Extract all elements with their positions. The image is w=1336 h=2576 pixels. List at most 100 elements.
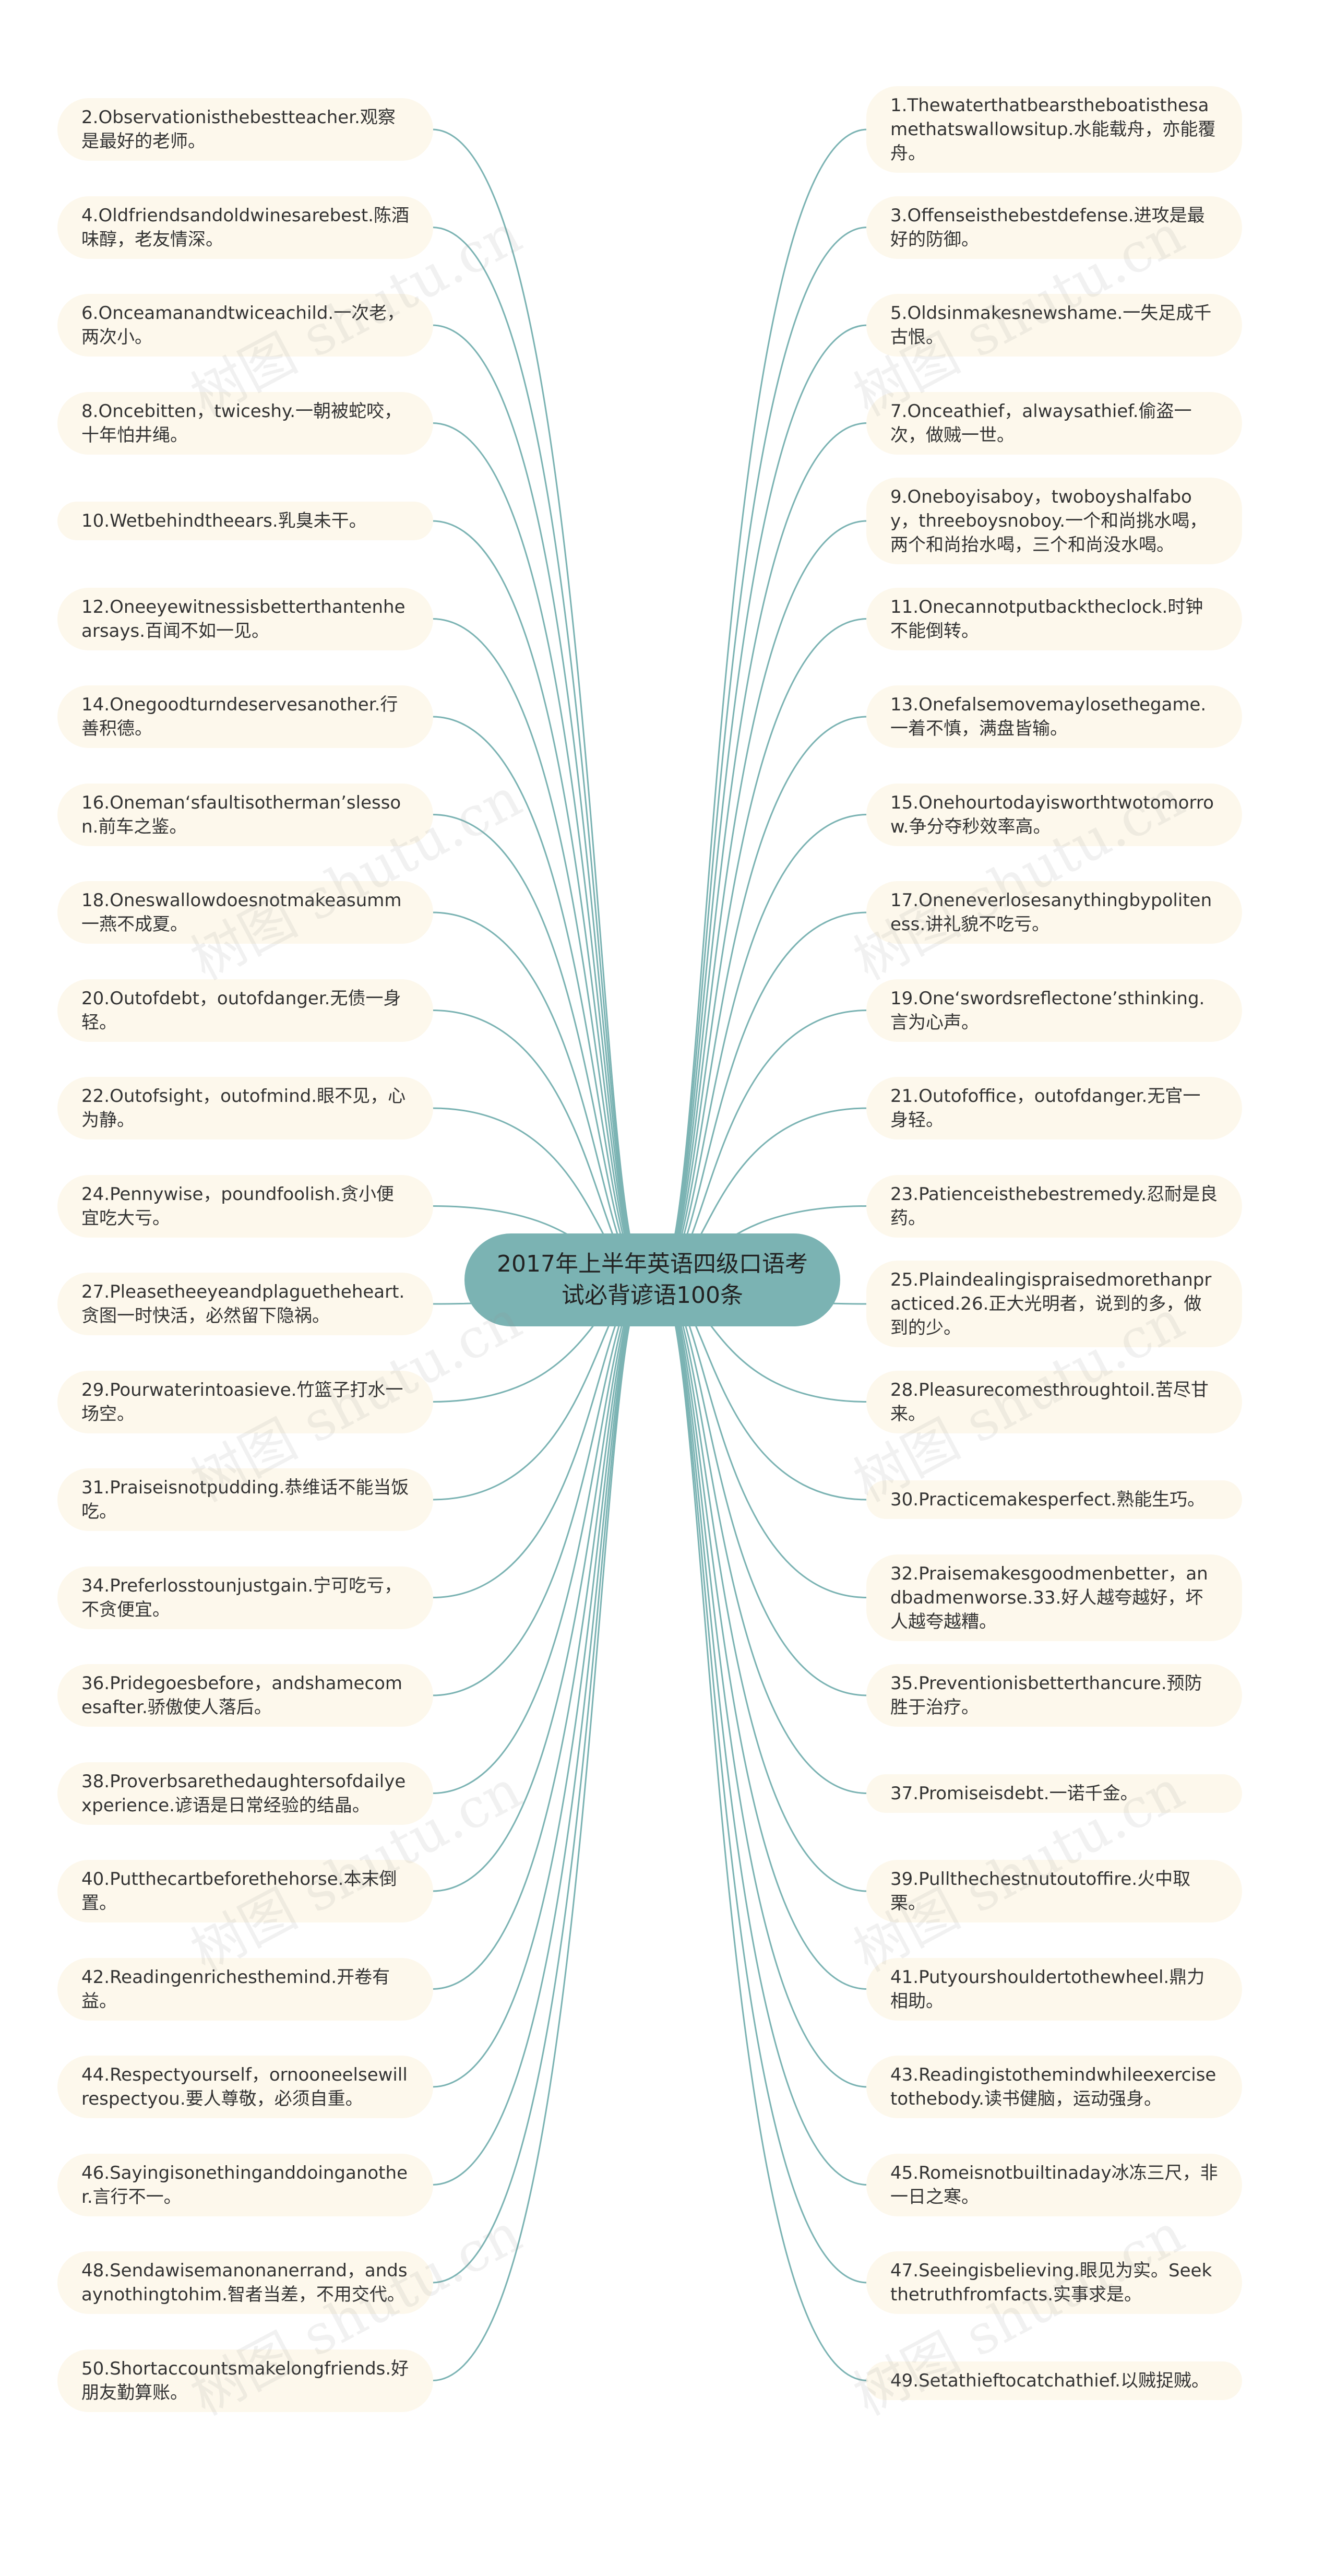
left-connector-line (432, 716, 647, 1281)
right-proverb-node[interactable]: 15.Onehourtodayisworthtwotomorrow.争分夺秒效率… (866, 783, 1242, 846)
proverb-text: 31.Praiseisnotpudding.恭维话不能当饭吃。 (81, 1477, 409, 1522)
right-proverb-node[interactable]: 41.Putyourshouldertothewheel.鼎力相助。 (866, 1957, 1242, 2021)
proverb-text: 2.Observationisthebestteacher.观察是最好的老师。 (81, 107, 396, 152)
left-proverb-node[interactable]: 48.Sendawisemanonanerrand，andsaynothingt… (57, 2251, 433, 2314)
proverb-text: 3.Offenseisthebestdefense.进攻是最好的防御。 (890, 205, 1205, 250)
left-proverb-node[interactable]: 40.Putthecartbeforethehorse.本末倒置。 (57, 1860, 433, 1922)
right-proverb-node[interactable]: 1.Thewaterthatbearstheboatisthesamethats… (866, 86, 1242, 173)
right-proverb-node[interactable]: 47.Seeingisbelieving.眼见为实。Seekthetruthfr… (866, 2251, 1242, 2314)
right-connector-line (658, 1279, 868, 1696)
right-proverb-node[interactable]: 45.Romeisnotbuiltinaday冰冻三尺，非一日之寒。 (866, 2153, 1242, 2216)
proverb-text: 15.Onehourtodayisworthtwotomorrow.争分夺秒效率… (890, 792, 1214, 837)
proverb-text: 24.Pennywise，poundfoolish.贪小便宜吃大亏。 (81, 1183, 394, 1229)
left-proverb-node[interactable]: 27.Pleasetheeyeandplaguetheheart.贪图一时快活，… (57, 1273, 433, 1335)
left-connector-line (432, 1279, 647, 2088)
proverb-text: 37.Promiseisdebt.一诺千金。 (890, 1783, 1138, 1804)
left-proverb-node[interactable]: 18.Oneswallowdoesnotmakeasumm一燕不成夏。 (57, 881, 433, 944)
proverb-text: 22.Outofsight，outofmind.眼不见，心为静。 (81, 1086, 406, 1131)
right-proverb-node[interactable]: 37.Promiseisdebt.一诺千金。 (866, 1774, 1242, 1813)
proverb-text: 47.Seeingisbelieving.眼见为实。Seekthetruthfr… (890, 2260, 1212, 2305)
proverb-text: 43.Readingistothemindwhileexercisetotheb… (890, 2064, 1216, 2109)
right-connector-line (658, 227, 868, 1281)
proverb-text: 16.Oneman‘sfaultisotherman’slesson.前车之鉴。 (81, 792, 401, 837)
left-proverb-node[interactable]: 24.Pennywise，poundfoolish.贪小便宜吃大亏。 (57, 1174, 433, 1238)
left-proverb-node[interactable]: 8.Oncebitten，twiceshy.一朝被蛇咬，十年怕井绳。 (57, 391, 433, 455)
proverb-text: 28.Pleasurecomesthroughtoil.苦尽甘来。 (890, 1379, 1209, 1424)
proverb-text: 49.Setathieftocatchathief.以贼捉贼。 (890, 2370, 1209, 2391)
proverb-text: 32.Praisemakesgoodmenbetter，andbadmenwor… (890, 1563, 1208, 1632)
right-proverb-node[interactable]: 32.Praisemakesgoodmenbetter，andbadmenwor… (866, 1554, 1242, 1641)
right-proverb-node[interactable]: 17.Oneneverlosesanythingbypoliteness.讲礼貌… (866, 881, 1242, 944)
left-proverb-node[interactable]: 20.Outofdebt，outofdanger.无债一身轻。 (57, 979, 433, 1042)
right-connector-line (658, 716, 868, 1281)
right-proverb-node[interactable]: 43.Readingistothemindwhileexercisetotheb… (866, 2056, 1242, 2118)
right-proverb-node[interactable]: 13.Onefalsemovemaylosethegame.一着不慎，满盘皆输。 (866, 685, 1242, 748)
right-connector-line (658, 324, 868, 1281)
left-proverb-node[interactable]: 36.Pridegoesbefore，andshamecomesafter.骄傲… (57, 1664, 433, 1727)
left-connector-line (432, 324, 647, 1281)
right-connector-line (658, 911, 868, 1281)
left-proverb-node[interactable]: 38.Proverbsarethedaughtersofdailyexperie… (57, 1762, 433, 1825)
left-connector-line (432, 1279, 647, 2284)
right-proverb-node[interactable]: 7.Onceathief，alwaysathief.偷盗一次，做贼一世。 (866, 391, 1242, 455)
right-proverb-node[interactable]: 35.Preventionisbetterthancure.预防胜于治疗。 (866, 1664, 1242, 1727)
left-connector-line (432, 520, 647, 1281)
right-proverb-node[interactable]: 11.Onecannotputbacktheclock.时钟不能倒转。 (866, 587, 1242, 650)
proverb-text: 34.Preferlosstounjustgain.宁可吃亏，不贪便宜。 (81, 1575, 402, 1620)
proverb-text: 35.Preventionisbetterthancure.预防胜于治疗。 (890, 1673, 1202, 1718)
proverb-text: 13.Onefalsemovemaylosethegame.一着不慎，满盘皆输。 (890, 694, 1207, 739)
right-connector-line (658, 520, 868, 1281)
proverb-text: 7.Onceathief，alwaysathief.偷盗一次，做贼一世。 (890, 400, 1192, 446)
proverb-text: 40.Putthecartbeforethehorse.本末倒置。 (81, 1869, 397, 1914)
right-proverb-node[interactable]: 9.Oneboyisaboy，twoboyshalfaboy，threeboys… (866, 478, 1242, 564)
right-connector-line (658, 618, 868, 1281)
right-connector-line (658, 1279, 868, 2088)
right-connector-line (658, 1279, 868, 1892)
right-connector-line (658, 422, 868, 1281)
right-connector-line (658, 1279, 868, 1794)
left-proverb-node[interactable]: 2.Observationisthebestteacher.观察是最好的老师。 (57, 98, 433, 161)
left-proverb-node[interactable]: 31.Praiseisnotpudding.恭维话不能当饭吃。 (57, 1468, 433, 1531)
left-proverb-node[interactable]: 42.Readingenrichesthemind.开卷有益。 (57, 1957, 433, 2021)
proverb-text: 1.Thewaterthatbearstheboatisthesamethats… (890, 95, 1216, 164)
left-proverb-node[interactable]: 46.Sayingisonethinganddoinganother.言行不一。 (57, 2153, 433, 2216)
right-proverb-node[interactable]: 39.Pullthechestnutoutoffire.火中取栗。 (866, 1860, 1242, 1922)
left-connector-line (432, 422, 647, 1281)
right-proverb-node[interactable]: 30.Practicemakesperfect.熟能生巧。 (866, 1480, 1242, 1519)
right-connector-line (658, 128, 868, 1281)
left-proverb-node[interactable]: 29.Pourwaterintoasieve.竹篮子打水一场空。 (57, 1370, 433, 1433)
proverb-text: 46.Sayingisonethinganddoinganother.言行不一。 (81, 2162, 408, 2207)
proverb-text: 44.Respectyourself，ornooneelsewillrespec… (81, 2064, 408, 2109)
right-proverb-node[interactable]: 5.Oldsinmakesnewshame.一失足成千古恨。 (866, 294, 1242, 357)
proverb-text: 6.Onceamanandtwiceachild.一次老，两次小。 (81, 303, 405, 348)
proverb-text: 39.Pullthechestnutoutoffire.火中取栗。 (890, 1869, 1191, 1914)
proverb-text: 25.Plaindealingispraisedmorethanpractice… (890, 1269, 1212, 1338)
right-proverb-node[interactable]: 28.Pleasurecomesthroughtoil.苦尽甘来。 (866, 1370, 1242, 1433)
right-proverb-node[interactable]: 25.Plaindealingispraisedmorethanpractice… (866, 1261, 1242, 1347)
right-proverb-node[interactable]: 23.Patienceisthebestremedy.忍耐是良药。 (866, 1174, 1242, 1238)
proverb-text: 27.Pleasetheeyeandplaguetheheart.贪图一时快活，… (81, 1281, 405, 1326)
left-proverb-node[interactable]: 10.Wetbehindtheears.乳臭未干。 (57, 502, 433, 540)
proverb-text: 23.Patienceisthebestremedy.忍耐是良药。 (890, 1183, 1218, 1229)
left-proverb-node[interactable]: 44.Respectyourself，ornooneelsewillrespec… (57, 2056, 433, 2118)
left-proverb-node[interactable]: 50.Shortaccountsmakelongfriends.好朋友勤算账。 (57, 2349, 433, 2412)
right-proverb-node[interactable]: 3.Offenseisthebestdefense.进攻是最好的防御。 (866, 196, 1242, 259)
right-proverb-node[interactable]: 19.One‘swordsreflectone’sthinking.言为心声。 (866, 979, 1242, 1042)
proverb-text: 12.Oneeyewitnessisbetterthantenhearsays.… (81, 596, 405, 642)
left-proverb-node[interactable]: 12.Oneeyewitnessisbetterthantenhearsays.… (57, 587, 433, 650)
right-proverb-node[interactable]: 49.Setathieftocatchathief.以贼捉贼。 (866, 2361, 1242, 2400)
left-proverb-node[interactable]: 4.Oldfriendsandoldwinesarebest.陈酒味醇，老友情深… (57, 196, 433, 259)
root-topic[interactable]: 2017年上半年英语四级口语考试必背谚语100条 (464, 1233, 840, 1326)
right-connector-line (658, 1279, 868, 2381)
left-proverb-node[interactable]: 6.Onceamanandtwiceachild.一次老，两次小。 (57, 294, 433, 357)
left-proverb-node[interactable]: 34.Preferlosstounjustgain.宁可吃亏，不贪便宜。 (57, 1566, 433, 1629)
proverb-text: 45.Romeisnotbuiltinaday冰冻三尺，非一日之寒。 (890, 2162, 1218, 2207)
left-proverb-node[interactable]: 14.Onegoodturndeservesanother.行善积德。 (57, 685, 433, 748)
left-proverb-node[interactable]: 16.Oneman‘sfaultisotherman’slesson.前车之鉴。 (57, 783, 433, 846)
right-proverb-node[interactable]: 21.Outofoffice，outofdanger.无官一身轻。 (866, 1077, 1242, 1139)
proverb-text: 5.Oldsinmakesnewshame.一失足成千古恨。 (890, 303, 1212, 348)
left-proverb-node[interactable]: 22.Outofsight，outofmind.眼不见，心为静。 (57, 1077, 433, 1139)
proverb-text: 36.Pridegoesbefore，andshamecomesafter.骄傲… (81, 1673, 403, 1718)
proverb-text: 38.Proverbsarethedaughtersofdailyexperie… (81, 1771, 406, 1816)
